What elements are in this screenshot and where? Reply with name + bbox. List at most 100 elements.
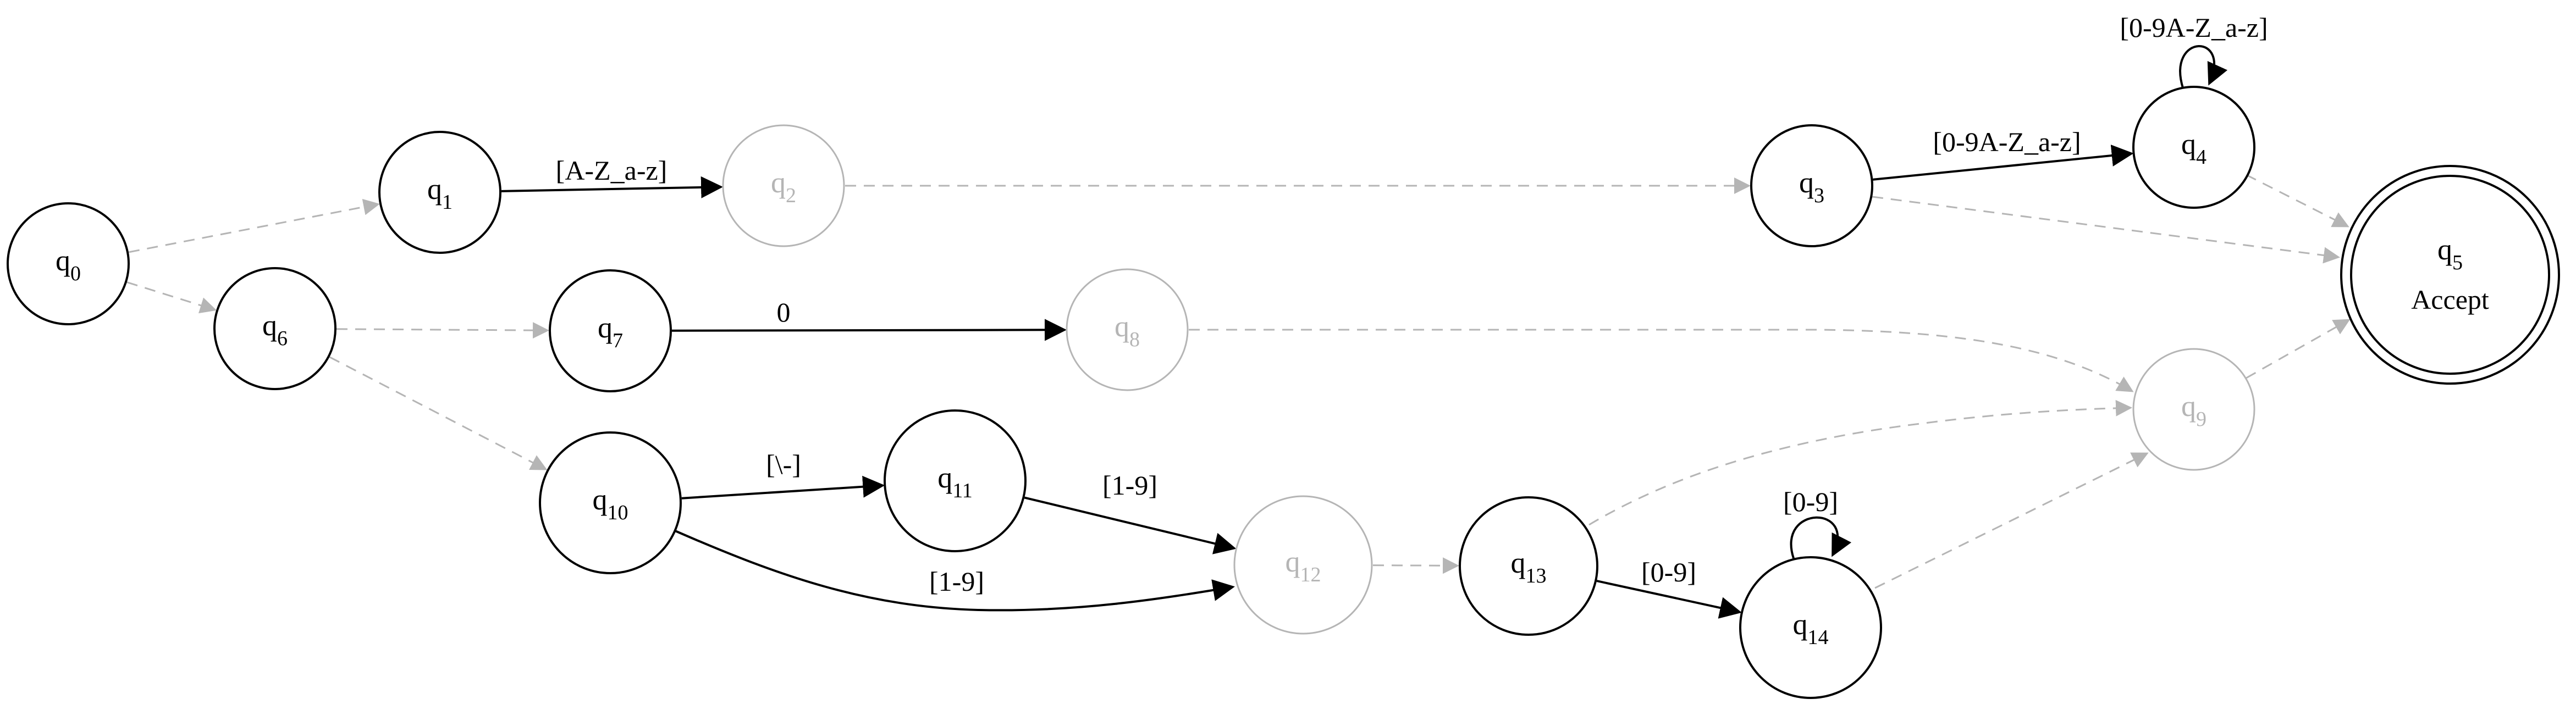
state-label-q13: q13 [1511, 546, 1547, 587]
state-label-q5: q5 [2437, 233, 2463, 274]
state-node-q0: q0 [7, 202, 130, 325]
state-circle-q10 [539, 431, 682, 574]
edge-q13-q9 [1588, 400, 2132, 526]
edge-line-q9-q5 [2246, 319, 2351, 379]
edge-label-q7-q8: 0 [777, 297, 791, 328]
edge-label-q14-q14: [0-9] [1783, 486, 1838, 517]
state-name-q10: q [593, 483, 608, 516]
edge-line-q10-q12 [675, 530, 1235, 612]
edge-label-q4-q4: [0-9A-Z_a-z] [2120, 12, 2268, 43]
edge-q4-q5 [2246, 174, 2349, 228]
state-name-q11: q [937, 461, 952, 494]
state-node-q4: q4 [2132, 86, 2255, 209]
state-label-q1: q1 [427, 173, 453, 214]
state-name-q7: q [598, 311, 613, 344]
state-label-q10: q10 [593, 483, 628, 524]
state-node-q7: q7 [549, 269, 672, 392]
state-name-q3: q [1799, 166, 1814, 199]
edge-q6-q7 [336, 322, 550, 339]
state-circle-q0 [7, 202, 130, 325]
edge-label-q13-q14: [0-9] [1641, 557, 1696, 587]
edge-q3-q5 [1872, 196, 2340, 264]
state-circle-q7 [549, 269, 672, 392]
edge-line-q4-q4 [2179, 45, 2228, 88]
state-name-q2: q [771, 166, 786, 199]
state-label-q11: q11 [937, 461, 973, 502]
edge-q12-q13 [1372, 557, 1459, 574]
state-label-q12: q12 [1286, 545, 1321, 586]
edge-q6-q10 [329, 356, 548, 470]
state-label-q4: q4 [2181, 127, 2207, 169]
state-subscript-q4: 4 [2196, 146, 2207, 169]
state-circle-q4 [2132, 86, 2255, 209]
edge-q9-q5 [2246, 319, 2351, 379]
state-circle-q5 [2340, 165, 2560, 385]
state-label-q6: q6 [262, 309, 288, 350]
edge-line-q11-q12 [1024, 496, 1237, 554]
edge-line-q3-q5 [1872, 196, 2340, 264]
state-circle-q14 [1739, 556, 1882, 699]
state-label-q3: q3 [1799, 166, 1824, 207]
edge-line-q13-q14 [1596, 580, 1742, 619]
state-subscript-q5: 5 [2452, 251, 2463, 274]
state-subscript-q6: 6 [277, 327, 288, 350]
state-node-q14: q14 [1739, 556, 1882, 699]
state-subscript-q2: 2 [786, 184, 796, 207]
state-name-q8: q [1115, 310, 1129, 343]
state-subscript-q1: 1 [442, 191, 453, 214]
state-circle-q9 [2132, 348, 2255, 471]
state-label-q7: q7 [598, 311, 623, 352]
edge-line-q4-q5 [2246, 174, 2349, 228]
edge-line-q0-q6 [126, 281, 217, 314]
state-subscript-q12: 12 [1300, 563, 1321, 586]
state-label-q14: q14 [1793, 608, 1829, 649]
state-circle-q6 [213, 267, 337, 390]
state-inner-circle-q5 [2350, 175, 2550, 375]
edge-line-q6-q7 [336, 322, 550, 339]
state-subscript-q13: 13 [1526, 564, 1547, 587]
state-node-q8: q8 [1066, 268, 1189, 391]
edge-label-q10-q11: [\-] [766, 449, 801, 480]
state-node-q13: q13 [1459, 496, 1598, 636]
state-circle-q12 [1233, 495, 1373, 635]
edge-q0-q1 [128, 198, 380, 253]
state-label-q0: q0 [56, 244, 81, 285]
state-name-q0: q [56, 244, 70, 277]
edge-line-q1-q2 [501, 176, 724, 198]
state-subscript-q8: 8 [1129, 328, 1140, 351]
edge-label-q10-q12: [1-9] [929, 566, 984, 597]
state-subscript-q7: 7 [613, 329, 623, 352]
state-name-q14: q [1793, 608, 1808, 641]
state-circle-q8 [1066, 268, 1189, 391]
state-extra-label-q5: Accept [2411, 284, 2489, 315]
edges-layer: [A-Z_a-z][0-9A-Z_a-z][0-9A-Z_a-z]0[\-][1… [126, 12, 2351, 619]
edge-label-q1-q2: [A-Z_a-z] [556, 155, 668, 186]
edge-q1-q2: [A-Z_a-z] [501, 155, 724, 198]
state-circle-q2 [722, 124, 845, 247]
state-circle-q3 [1750, 124, 1873, 247]
edge-q11-q12: [1-9] [1024, 470, 1237, 554]
edge-q13-q14: [0-9] [1596, 557, 1742, 619]
state-subscript-q0: 0 [70, 262, 81, 285]
state-name-q5: q [2437, 233, 2452, 266]
state-node-q10: q10 [539, 431, 682, 574]
state-label-q8: q8 [1115, 310, 1140, 351]
state-circle-q1 [378, 131, 501, 254]
state-subscript-q14: 14 [1808, 626, 1829, 649]
state-subscript-q10: 10 [608, 501, 628, 524]
state-name-q1: q [427, 173, 442, 206]
state-name-q13: q [1511, 546, 1526, 579]
state-subscript-q11: 11 [952, 479, 973, 502]
edge-line-q14-q9 [1874, 452, 2149, 589]
state-label-q2: q2 [771, 166, 796, 207]
state-node-q11: q11 [884, 409, 1027, 552]
edge-line-q0-q1 [128, 198, 380, 253]
edge-line-q14-q14 [1790, 516, 1852, 559]
state-subscript-q3: 3 [1814, 184, 1824, 207]
state-name-q4: q [2181, 127, 2196, 160]
state-node-q12: q12 [1233, 495, 1373, 635]
state-circle-q11 [884, 409, 1027, 552]
